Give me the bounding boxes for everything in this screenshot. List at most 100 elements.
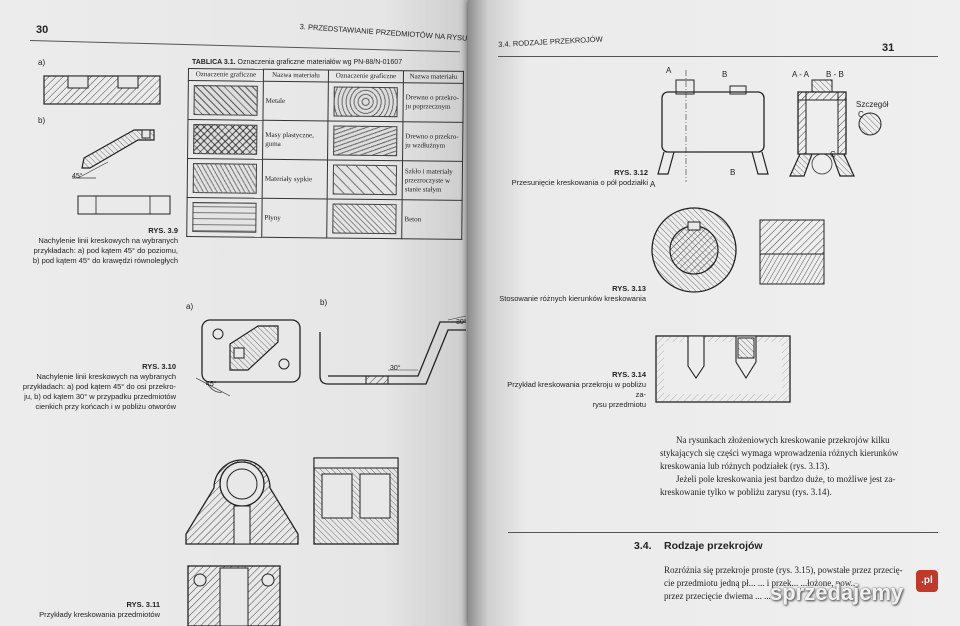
fig-3-9-caption-line: Nachylenie linii kreskowych na wybranych [38, 236, 178, 245]
left-running-head: 3. PRZEDSTAWIANIE PRZEDMIOTÓW NA RYSUNKU [299, 22, 484, 44]
fig-3-11-drawing [185, 457, 399, 626]
fig-3-12-label: Szczegół [856, 100, 889, 109]
material-name: Metale [262, 81, 329, 121]
section-rule [508, 532, 938, 533]
table-row: Płyny Beton [186, 197, 463, 240]
swatch-cell [327, 81, 404, 122]
swatch-cell [187, 119, 263, 160]
fig-3-12-label: A - A [792, 70, 809, 79]
fig-3-9-caption: RYS. 3.9 Nachylenie linii kreskowych na … [10, 226, 178, 266]
table-header-cell: Oznaczenie graficzne [328, 69, 404, 83]
fig-3-9-label-b: b) [38, 116, 46, 125]
fig-3-10-label-a: a) [186, 302, 194, 311]
watermark-badge: .pl [916, 570, 938, 592]
fig-3-9-caption-line: przykładach: a) pod kątem 45° do poziomu… [33, 246, 178, 255]
fig-3-10-angle-b1: 30° [390, 365, 401, 372]
table-title: TABLICA 3.1. Oznaczenia graficzne materi… [192, 58, 402, 67]
fig-3-13-caption-line: Stosowanie różnych kierunków kreskowania [499, 294, 646, 303]
material-name: Płyny [261, 198, 328, 238]
swatch-cell [186, 197, 263, 238]
fig-3-14-drawing [655, 335, 791, 403]
right-page-number: 31 [882, 42, 895, 54]
fig-3-12-label: B - B [826, 70, 844, 79]
materials-table: Oznaczenie graficzne Nazwa materiału Ozn… [186, 68, 464, 240]
table-title-text: Oznaczenia graficzne materiałów wg PN-88… [237, 59, 403, 66]
fig-3-11-caption-line: Przykłady kreskowania przedmiotów [39, 610, 160, 619]
paragraph-line: cie przedmiotu jedną pł... ... i przek..… [664, 578, 858, 588]
swatch-cell [327, 120, 403, 161]
fig-3-10-number: RYS. 3.10 [142, 362, 176, 371]
fig-3-12-label: B [730, 168, 736, 177]
fig-3-10-angle-a: 45° [206, 381, 217, 388]
fig-3-12-label: A [650, 180, 656, 189]
fig-3-12-label: C [830, 150, 836, 159]
fig-3-12-number: RYS. 3.12 [614, 168, 648, 177]
material-name: Masy plastyczne, guma [262, 120, 328, 160]
table-header-cell: Oznaczenie graficzne [188, 68, 264, 82]
paragraph-line: Na rysunkach złożeniowych kreskowanie pr… [676, 435, 890, 445]
fig-3-9-number: RYS. 3.9 [148, 226, 178, 235]
fig-3-12-caption: RYS. 3.12 Przesunięcie kreskowania o pół… [508, 168, 648, 188]
fig-3-13-drawing [651, 207, 825, 293]
fig-3-12-label: C [858, 110, 864, 119]
right-running-head: 3.4. RODZAJE PRZEKROJÓW [498, 34, 603, 49]
swatch-cell [187, 158, 263, 199]
wood-cross-swatch [333, 86, 398, 118]
watermark-text: sprzedajemy [770, 580, 904, 605]
fig-3-10-caption-line: ju, b) od kątem 30° w przypadku przedmio… [24, 392, 176, 401]
fig-3-12-label: A [666, 66, 672, 75]
paragraph-line: Rozróżnia się przekroje proste (rys. 3.1… [664, 565, 903, 575]
table-row: Materiały sypkie Szkło i materiały przez… [187, 158, 463, 201]
fig-3-9-drawing [43, 75, 171, 215]
concrete-swatch [332, 203, 397, 235]
fig-3-12-caption-line: Przesunięcie kreskowania o pół podziałki [511, 178, 648, 187]
paragraph-line: stykających się części wymaga wprowadzen… [660, 448, 899, 458]
fig-3-10-label-b: b) [320, 298, 328, 307]
left-page: 30 3. PRZEDSTAWIANIE PRZEDMIOTÓW NA RYSU… [0, 0, 484, 626]
fig-3-9-caption-line: b) pod kątem 45° do krawędzi równoległyc… [32, 256, 178, 265]
metal-swatch [193, 85, 258, 116]
swatch-cell [187, 80, 264, 121]
header-rule [498, 56, 938, 57]
fig-3-9-label-a: a) [38, 58, 46, 67]
table-header-cell: Nazwa materiału [403, 70, 464, 84]
swatch-cell [327, 159, 403, 200]
table-title-number: TABLICA 3.1. [192, 59, 236, 66]
fig-3-10-caption-line: Nachylenie linii kreskowych na wybranych [36, 372, 176, 381]
paragraph-line: kreskowanie tylko w pobliżu zarysu (rys.… [660, 487, 832, 497]
paragraph-line: kreskowania lub różnych podziałek (rys. … [660, 461, 830, 471]
table-header-cell: Nazwa materiału [263, 69, 329, 82]
paragraph-line: Jeżeli pole kreskowania jest bardzo duże… [676, 474, 896, 484]
table-row: Masy plastyczne, guma Drewno o przekro-j… [187, 119, 463, 162]
fig-3-9-angle: 45° [72, 173, 83, 180]
swatch-cell [326, 198, 403, 239]
fig-3-13-caption: RYS. 3.13 Stosowanie różnych kierunków k… [496, 284, 646, 304]
fig-3-11-number: RYS. 3.11 [126, 600, 161, 609]
fig-3-12-drawing [657, 70, 882, 182]
fig-3-14-caption-line: Przykład kreskowania przekroju w pobliżu… [507, 380, 646, 399]
header-rule [29, 40, 460, 53]
fig-3-10-drawing [195, 315, 466, 397]
fig-3-10-caption: RYS. 3.10 Nachylenie linii kreskowych na… [6, 362, 176, 412]
fig-3-10-angle-b2: 30° [456, 319, 467, 326]
material-name: Drewno o przekro-ju poprzecznym [402, 82, 464, 123]
material-name: Drewno o przekro-ju wzdłużnym [402, 121, 463, 162]
table-row: Metale Drewno o przekro-ju poprzecznym [187, 80, 464, 123]
liquid-swatch [192, 202, 257, 233]
fig-3-13-number: RYS. 3.13 [612, 284, 646, 293]
fig-3-11-caption: RYS. 3.11 Przykłady kreskowania przedmio… [6, 600, 160, 620]
paragraph-line: przez przecięcie dwiema ... ... [664, 591, 771, 601]
material-name: Szkło i materiały przezroczyste w stanie… [402, 160, 463, 201]
right-page: 3.4. RODZAJE PRZEKROJÓW 31 A B A - A B -… [468, 0, 960, 626]
left-page-number: 30 [36, 24, 49, 36]
plastic-swatch [193, 124, 258, 155]
wood-long-swatch [333, 125, 398, 157]
fig-3-12-label: B [722, 70, 728, 79]
fig-3-10-caption-line: cienkich przy końcach i w pobliżu otworó… [35, 402, 176, 411]
material-name: Materiały sypkie [262, 159, 328, 199]
granular-swatch [192, 163, 258, 194]
glass-swatch [332, 164, 397, 196]
fig-3-14-caption-line: rysu przedmiotu [592, 400, 646, 409]
section-number: 3.4. [634, 540, 652, 552]
